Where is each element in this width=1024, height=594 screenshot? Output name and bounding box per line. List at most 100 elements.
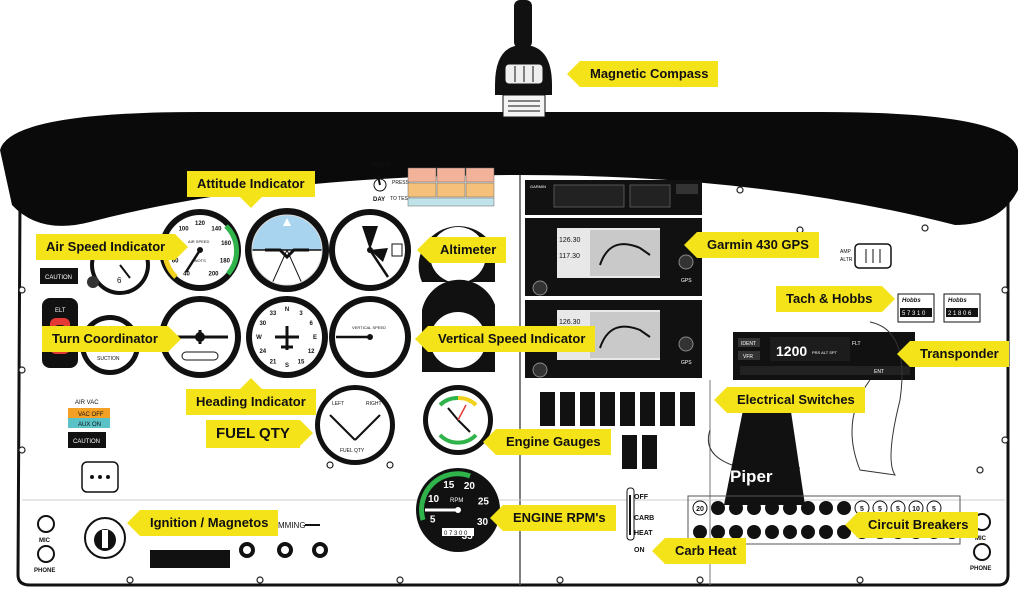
dial-tick-label: 15 [443,480,455,491]
dial-tick-label: 12 [308,349,315,355]
circuit-breaker[interactable] [747,501,761,515]
dial-tick-label: 25 [478,496,490,507]
dial-tick-label: 100 [179,227,190,233]
dial-tick-label: 140 [211,227,222,233]
attitude-indicator [245,208,329,292]
dial-tick-label: 21 [270,359,277,365]
dial-tick-label: W [256,335,262,341]
ent-label: ENT [874,369,884,375]
fuel-left-label: LEFT [332,401,344,407]
circuit-breaker[interactable] [819,501,833,515]
night-day-switch[interactable]: NIGHT DAY PRESS TO TEST [372,163,411,203]
label-garmin-430: Garmin 430 GPS [684,232,819,258]
label-tach-hobbs: Tach & Hobbs [776,286,896,312]
dial-tick-label: 35 [462,531,474,542]
circuit-breaker[interactable] [692,500,708,516]
dimming-knobs[interactable]: DIMMING [239,521,328,558]
dial-tick-label: 180 [220,258,231,264]
circuit-breaker[interactable] [729,501,743,515]
com1-freq-lower: 126.30 [559,319,581,326]
vfr-label: VFR [743,354,753,360]
heat-label: HEAT [634,530,653,537]
garmin-430-upper[interactable]: 126.30 117.30 GPS [525,218,702,296]
airspeed-indicator: 406080100120140160180200 AIR SPEED KNOTS [159,209,241,291]
dial-tick-label: 30 [477,517,489,528]
caution-placard: CAUTION [40,268,78,284]
audio-panel[interactable]: GARMIN [525,180,702,215]
dial-tick-label: S [285,363,289,369]
dial-tick-label: 3 [299,311,303,317]
rpm-counter: 0 7 3 0 0 [444,531,468,537]
carb-label: CARB [634,515,654,522]
circuit-breaker[interactable] [765,501,779,515]
flt-label: FLT [852,341,861,347]
garmin-430-lower[interactable]: 126.30 117.30 GPS [525,300,702,378]
label-attitude-indicator: Attitude Indicator [187,171,315,208]
night-label: NIGHT [372,163,391,169]
rpm-label: RPM [450,498,463,504]
air-vac-label: AIR VAC [75,400,99,406]
mic-label-left: MIC [39,538,51,544]
gps-label-lower: GPS [681,360,692,366]
hobbs-value: 2 1 8 0 6 [948,311,972,317]
dial-tick-label: 40 [183,272,190,278]
dial-tick-label: E [313,335,317,341]
tach-meter: Hobbs 5 7 3 1 0 [897,293,935,323]
dial-tick-label: 20 [464,481,476,492]
label-electrical-switches: Electrical Switches [714,387,865,413]
dial-tick-label: 160 [221,241,232,247]
dial-tick-label: 200 [208,272,219,278]
tach-value: 5 7 3 1 0 [902,311,926,317]
headset-jacks-left[interactable]: MIC PHONE [34,515,55,574]
dial-tick-label: 6 [310,321,314,327]
mic-label-right: MIC [975,536,987,542]
transponder-unit[interactable]: IDENT VFR 1200 PRS ALT SPT FLT ENT [733,332,915,380]
dial-tick-label: 30 [259,321,266,327]
garmin-label: GARMIN [530,184,546,189]
elt-label: ELT [55,308,66,314]
dial-tick-label: 120 [195,221,206,227]
com1-freq-upper: 126.30 [559,237,581,244]
ignition-switch[interactable] [84,517,126,559]
label-engine-rpm: ENGINE RPM's [490,505,616,531]
fuel-quantity-gauge: LEFT RIGHT FUEL QTY [315,385,395,465]
phone-label-left: PHONE [34,568,55,574]
turn-coordinator [159,296,241,378]
circuit-breaker[interactable] [783,501,797,515]
circuit-breaker[interactable] [801,501,815,515]
circuit-breaker[interactable] [837,501,851,515]
breaker-rating: 5 [878,506,882,513]
label-fuel-qty: FUEL QTY [206,420,313,448]
air-vac-annunciator: AIR VAC VAC OFF AUX ON [68,400,110,428]
breaker-rating: 10 [912,506,920,513]
placard-strip [150,550,230,568]
aux-on-label: AUX ON [78,422,101,428]
hobbs-meter: Hobbs 2 1 8 0 6 [943,293,981,323]
asi-knots-label: KNOTS [192,258,206,263]
caution-label: CAUTION [45,275,72,281]
svg-text:CAUTION: CAUTION [73,439,100,445]
label-turn-coordinator: Turn Coordinator [42,326,181,352]
dial-tick-label: 10 [428,494,440,505]
breaker-rating: 5 [860,506,864,513]
suction-label: SUCTION [97,356,120,362]
carb-heat-control[interactable]: OFF CARB HEAT ON [626,487,654,554]
altimeter [329,209,411,291]
asi-air-speed-label: AIR SPEED [188,239,209,244]
data-port [81,461,119,493]
piper-logo: Piper [730,467,773,486]
dimming-label: DIMMING [270,521,306,530]
piper-yoke-column: Piper [724,405,805,505]
label-engine-gauges: Engine Gauges [483,429,611,455]
label-altimeter: Altimeter [416,237,507,263]
press-label: PRESS [392,180,410,186]
electrical-switches[interactable] [540,392,695,469]
squawk-code: 1200 [776,343,807,359]
ident-label: IDENT [741,341,756,347]
circuit-breaker[interactable] [711,501,725,515]
fuel-right-label: RIGHT [366,401,382,407]
label-transponder: Transponder [897,341,1009,367]
